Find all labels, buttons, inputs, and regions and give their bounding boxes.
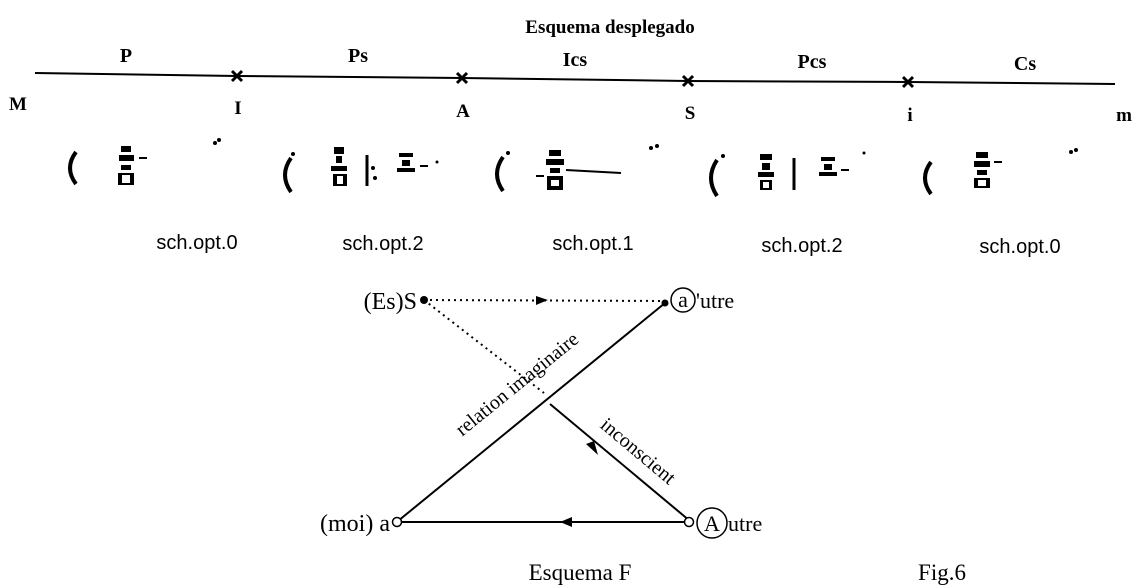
line-unconscious <box>549 403 691 522</box>
scheme-label-4: sch.opt.2 <box>761 235 842 257</box>
cross-mark-S <box>681 74 695 88</box>
cross-mark-I <box>230 69 244 83</box>
caption-fig: Fig.6 <box>918 560 966 585</box>
caption-esquema-f: Esquema F <box>529 560 632 585</box>
scheme-label-5: sch.opt.0 <box>979 236 1060 258</box>
point-label-M: M <box>9 94 27 115</box>
cross-mark-A <box>455 71 469 85</box>
node-s <box>420 296 428 304</box>
arrow-head-top <box>536 296 548 305</box>
label-autre-small-rest: 'utre <box>696 288 734 313</box>
line-imaginary-relation <box>397 302 666 522</box>
segment-label-ics: Ics <box>563 49 588 71</box>
optical-scheme-4 <box>709 151 866 198</box>
label-autre-big-letter: A <box>704 511 720 536</box>
arrow-head-bottom <box>560 517 572 527</box>
arrow-head-unconscious <box>586 441 598 455</box>
point-label-i: i <box>907 105 912 126</box>
optical-scheme-1 <box>68 138 221 186</box>
label-es-s: (Es)S <box>364 289 417 315</box>
cross-mark-i <box>901 75 915 89</box>
segment-label-pcs: Pcs <box>798 51 827 73</box>
point-label-S: S <box>685 103 696 124</box>
dotted-line-s-to-center <box>423 299 545 394</box>
optical-scheme-3 <box>495 144 659 193</box>
scheme-label-3: sch.opt.1 <box>552 233 633 255</box>
node-autre-big <box>683 516 695 528</box>
scheme-label-1: sch.opt.0 <box>156 232 237 254</box>
optical-scheme-5 <box>923 148 1078 196</box>
point-label-I: I <box>234 98 241 119</box>
diagram-title: Esquema desplegado <box>525 17 694 38</box>
point-label-A: A <box>456 101 470 122</box>
label-autre-small-letter: a <box>678 287 688 312</box>
segment-label-cs: Cs <box>1014 53 1036 75</box>
node-moi <box>391 516 403 528</box>
segment-label-p: P <box>120 45 132 67</box>
optical-scheme-2 <box>283 147 439 194</box>
timeline-line <box>34 72 1116 85</box>
scheme-label-2: sch.opt.2 <box>342 233 423 255</box>
segment-label-ps: Ps <box>348 45 368 67</box>
circle-letter-a-small <box>670 287 696 313</box>
circle-letter-a-big <box>696 507 728 539</box>
point-label-m: m <box>1116 105 1132 126</box>
label-autre-big-rest: utre <box>728 511 762 536</box>
schema-l: (Es)S a 'utre (moi) a A utre relation im… <box>320 287 762 539</box>
label-moi-a: (moi) a <box>320 511 390 537</box>
node-autre-small <box>661 299 669 307</box>
